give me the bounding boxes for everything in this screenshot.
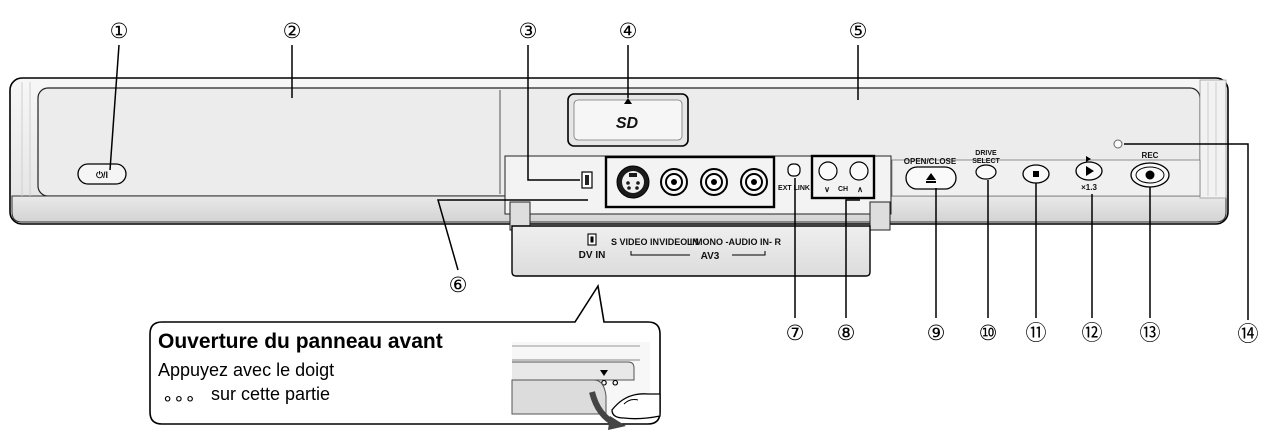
front-flap: DV IN S VIDEO IN VIDEO IN L/MONO -AUDIO … (511, 225, 871, 277)
drive-select-button[interactable]: DRIVE SELECT (972, 150, 1001, 180)
channel-down-button[interactable]: ∨ (818, 161, 838, 194)
callout-7: ⑦ (786, 321, 805, 345)
stop-icon (1033, 171, 1039, 177)
note-line-1: Appuyez avec le doigt (158, 360, 334, 380)
play-icon (1086, 166, 1094, 176)
note-dots: ∘∘∘ (162, 388, 196, 408)
finger-press-illustration: ∘∘∘ (511, 342, 661, 430)
front-panel-note: Ouverture du panneau avant Appuyez avec … (149, 283, 661, 430)
record-button[interactable]: REC (1130, 151, 1170, 188)
finger-icon (611, 393, 661, 420)
audio-in-left-jack[interactable] (700, 168, 728, 196)
dv-in-port[interactable] (581, 171, 593, 189)
open-close-button[interactable]: OPEN/CLOSE (904, 157, 957, 190)
callout-1: ① (110, 19, 129, 43)
callout-4: ④ (619, 19, 638, 43)
callout-3: ③ (519, 19, 538, 43)
callout-14: ⑭ (1238, 322, 1259, 346)
s-video-in-label: S VIDEO IN (611, 237, 659, 247)
svg-text:∨: ∨ (824, 185, 830, 194)
callout-11: ⑪ (1026, 321, 1047, 345)
channel-button-group (810, 154, 876, 200)
channel-label: CH (838, 186, 848, 193)
svg-text:∧: ∧ (857, 185, 863, 194)
svg-text:DRIVE: DRIVE (975, 150, 997, 157)
callout-2: ② (283, 19, 302, 43)
callout-6: ⑥ (449, 273, 468, 297)
svg-text:×1.3: ×1.3 (1081, 183, 1097, 192)
av3-input-group (604, 155, 776, 209)
callout-numbers: ① ② ③ ④ ⑤ ⑥ ⑦ ⑧ ⑨ ⑩ ⑪ ⑫ ⑬ ⑭ (110, 19, 1259, 346)
dv-in-label: DV IN (579, 250, 606, 261)
callout-13: ⑬ (1140, 321, 1161, 345)
sd-card-slot[interactable]: SD (567, 93, 689, 147)
callout-12: ⑫ (1082, 321, 1103, 345)
callout-5: ⑤ (849, 19, 868, 43)
svg-text:SELECT: SELECT (972, 158, 1000, 165)
video-in-label: VIDEO IN (659, 237, 699, 247)
power-button[interactable]: ⏻/I (77, 163, 127, 185)
av3-label: AV3 (701, 251, 720, 262)
sd-logo: SD (616, 115, 639, 132)
callout-10: ⑩ (979, 321, 998, 345)
s-video-jack[interactable] (616, 165, 650, 199)
play-x13-button[interactable]: ×1.3 (1075, 156, 1103, 192)
audio-in-label: L/MONO -AUDIO IN- R (687, 237, 781, 247)
note-line-2: sur cette partie (211, 384, 330, 404)
video-in-jack[interactable] (660, 168, 688, 196)
channel-up-button[interactable]: ∧ (849, 161, 869, 194)
leader-lines (109, 44, 1249, 320)
svg-text:REC: REC (1142, 151, 1159, 160)
audio-in-right-jack[interactable] (740, 168, 768, 196)
stop-button[interactable] (1022, 164, 1050, 184)
record-icon (1145, 170, 1155, 180)
svg-text:EXT LINK: EXT LINK (778, 185, 810, 192)
ext-link-button[interactable]: EXT LINK (778, 163, 810, 192)
power-icon: ⏻/I (96, 170, 108, 180)
callout-9: ⑨ (927, 321, 946, 345)
note-title: Ouverture du panneau avant (158, 330, 443, 353)
callout-8: ⑧ (837, 321, 856, 345)
indicator-light (1113, 139, 1123, 149)
svg-text:OPEN/CLOSE: OPEN/CLOSE (904, 157, 957, 166)
eject-icon (926, 173, 936, 183)
